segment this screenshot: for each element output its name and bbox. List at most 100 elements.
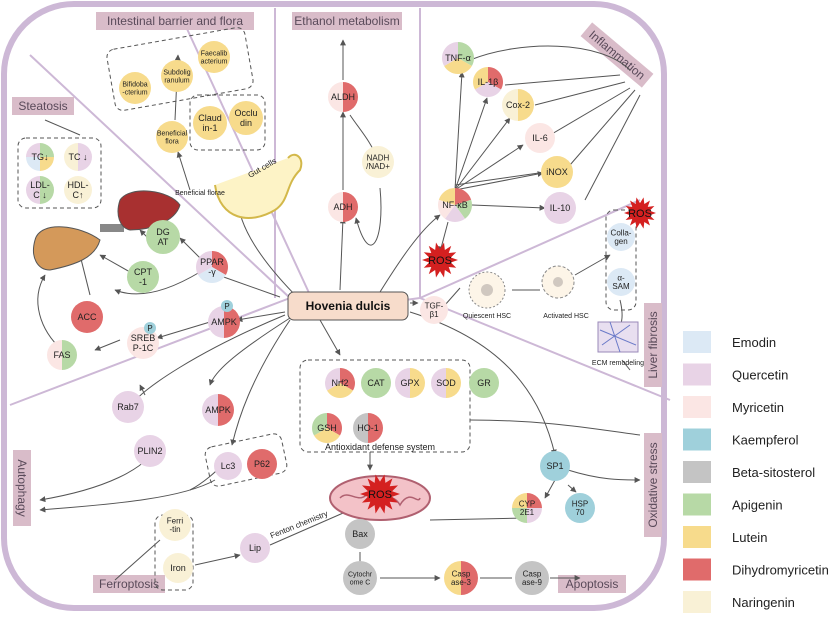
gpx-node: GPX: [395, 368, 425, 398]
acc-node-label: ACC: [77, 312, 97, 322]
cat-node-label: CAT: [367, 378, 385, 388]
sp1-node-label: SP1: [546, 461, 563, 471]
legend-swatch: [683, 331, 711, 353]
inox-node-label: iNOX: [546, 167, 568, 177]
legend-label: Naringenin: [732, 595, 795, 610]
legend: EmodinQuercetinMyricetinKaempferolBeta-s…: [683, 331, 829, 613]
il1b-node-label: IL-1β: [478, 77, 499, 87]
ros-star-nfkb-label: ROS: [428, 255, 452, 267]
gpx-node-label: GPX: [400, 378, 419, 388]
ros-star-mito-label: ROS: [368, 489, 392, 501]
legend-item: Naringenin: [683, 591, 795, 613]
ferritin-node-label: Ferri-tin: [167, 516, 184, 534]
ampk-node-autophagy-label: AMPK: [205, 405, 231, 415]
hdl-node-label: HDL-C↑: [67, 180, 88, 200]
ethanol-title: Ethanol metabolism: [294, 14, 399, 28]
tgfb-node-label: TGF-β1: [425, 301, 444, 319]
nadh-node-label: NADH/NAD+: [366, 153, 390, 171]
legend-item: Beta-sitosterol: [683, 461, 815, 483]
legend-swatch: [683, 591, 711, 613]
ethanol-tag: [292, 12, 402, 30]
healthy-liver: [33, 226, 101, 271]
cat-node: CAT: [361, 368, 391, 398]
nrf2-node-label: Nrf2: [331, 378, 348, 388]
ros-star-nfkb: ROS: [422, 242, 458, 278]
cpt1-node: CPT-1: [127, 261, 159, 293]
legend-swatch: [683, 363, 711, 386]
inflammation-tag: [580, 22, 654, 88]
legend-item: Kaempferol: [683, 428, 799, 451]
aldh-node-label: ALDH: [331, 92, 355, 102]
autophagy-tag: [13, 450, 31, 526]
steatosis-tag: [12, 97, 74, 115]
tgfb-node: TGF-β1: [420, 296, 448, 324]
bifidobacterium-node: Bifidoba-cterium: [119, 72, 151, 104]
ros-star-fibrosis-label: ROS: [628, 208, 652, 220]
gr-node-label: GR: [477, 378, 491, 388]
legend-swatch: [683, 493, 711, 516]
lip-node: Lip: [240, 533, 270, 563]
legend-item: Dihydromyricetin: [683, 558, 829, 581]
legend-item: Lutein: [683, 526, 767, 548]
legend-item: Quercetin: [683, 363, 788, 386]
outer-frame: [1, 1, 667, 611]
legend-label: Lutein: [732, 530, 767, 545]
fenton-label: Fenton chemistry: [269, 509, 329, 540]
asam-node-label: α-SAM: [612, 273, 630, 291]
gr-node: GR: [469, 368, 499, 398]
quiescent-hsc-label: Quiescent HSC: [463, 313, 511, 320]
legend-item: Apigenin: [683, 493, 783, 516]
lip-node-label: Lip: [249, 543, 261, 553]
iron-node-label: Iron: [170, 563, 186, 573]
il10-node: IL-10: [544, 192, 576, 224]
cox2-node: Cox-2: [502, 89, 534, 121]
tnf-node: TNF-α: [442, 42, 475, 75]
ampk-node: AMPK: [208, 306, 240, 338]
collagen-node: Colla-gen: [607, 223, 635, 251]
ecm-label: ECM remodeling: [592, 360, 644, 367]
sod-node-label: SOD: [436, 378, 456, 388]
liver-transition-arrow: [100, 224, 124, 232]
legend-swatch: [683, 461, 711, 483]
ho1-node: HO-1: [353, 413, 383, 443]
p-node-srebp: P: [144, 322, 156, 334]
p62-node-label: P62: [254, 459, 270, 469]
il1b-node: IL-1β: [473, 67, 503, 98]
il6-node: IL-6: [525, 123, 555, 153]
hovenia-title: Hovenia dulcis: [306, 299, 391, 313]
bifidobacterium-node-label: Bifidoba-cterium: [122, 82, 147, 97]
sod-node: SOD: [431, 368, 461, 398]
tnf-node-label: TNF-α: [445, 53, 471, 63]
ros-star-mito: ROS: [360, 474, 400, 514]
ferritin-node: Ferri-tin: [159, 509, 191, 541]
iron-node: Iron: [163, 553, 193, 583]
legend-swatch: [683, 396, 711, 418]
p-node-ampk-label: P: [224, 302, 229, 311]
p62-node: P62: [247, 449, 277, 479]
ampk-node-label: AMPK: [211, 317, 237, 327]
hdl-node: HDL-C↑: [64, 176, 92, 204]
il6-node-label: IL-6: [532, 133, 548, 143]
beneficial-florae-label: Beneficial florae: [175, 190, 225, 197]
gsh-node: GSH: [312, 413, 342, 444]
legend-label: Dihydromyricetin: [732, 563, 829, 578]
plin2-node-label: PLIN2: [137, 446, 162, 456]
activated-hsc-label: Activated HSC: [543, 313, 589, 320]
sp1-node: SP1: [540, 451, 570, 481]
ampk-node-autophagy: AMPK: [202, 394, 234, 426]
antioxidant-label: Antioxidant defense system: [325, 442, 435, 452]
intestinal-title: Intestinal barrier and flora: [107, 14, 243, 28]
